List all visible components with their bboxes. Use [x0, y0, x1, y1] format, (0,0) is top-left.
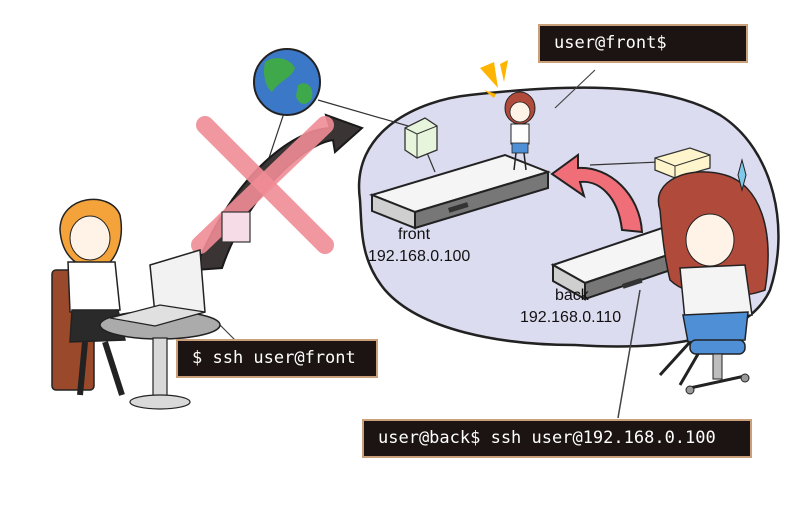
alert-icon [480, 60, 508, 98]
back-server-name: back [555, 287, 589, 304]
ssh-arrow [550, 153, 644, 234]
router-icon [404, 117, 438, 159]
client-desk [99, 249, 221, 410]
client-ssh-command: $ ssh user@front [176, 339, 378, 378]
globe-link [317, 99, 416, 129]
prompt-pointer [554, 69, 596, 109]
front-prompt-terminal: user@front$ [538, 24, 748, 63]
back-user-figure [657, 158, 769, 386]
client-router [221, 211, 251, 243]
blocked-cross-icon [191, 116, 334, 254]
globe-icon [253, 48, 321, 116]
client-user-figure [51, 198, 126, 396]
package-link [589, 161, 661, 166]
back-server-ip: 192.168.0.110 [520, 309, 622, 326]
front-server-name: front [398, 226, 431, 243]
back-cmd-pointer [617, 289, 641, 419]
front-server-ip: 192.168.0.100 [368, 248, 471, 265]
server-icon [368, 153, 552, 230]
back-chair [685, 339, 750, 395]
front-user-figure [504, 91, 536, 171]
package-icon [654, 147, 711, 179]
back-ssh-command: user@back$ ssh user@192.168.0.100 [362, 419, 752, 458]
